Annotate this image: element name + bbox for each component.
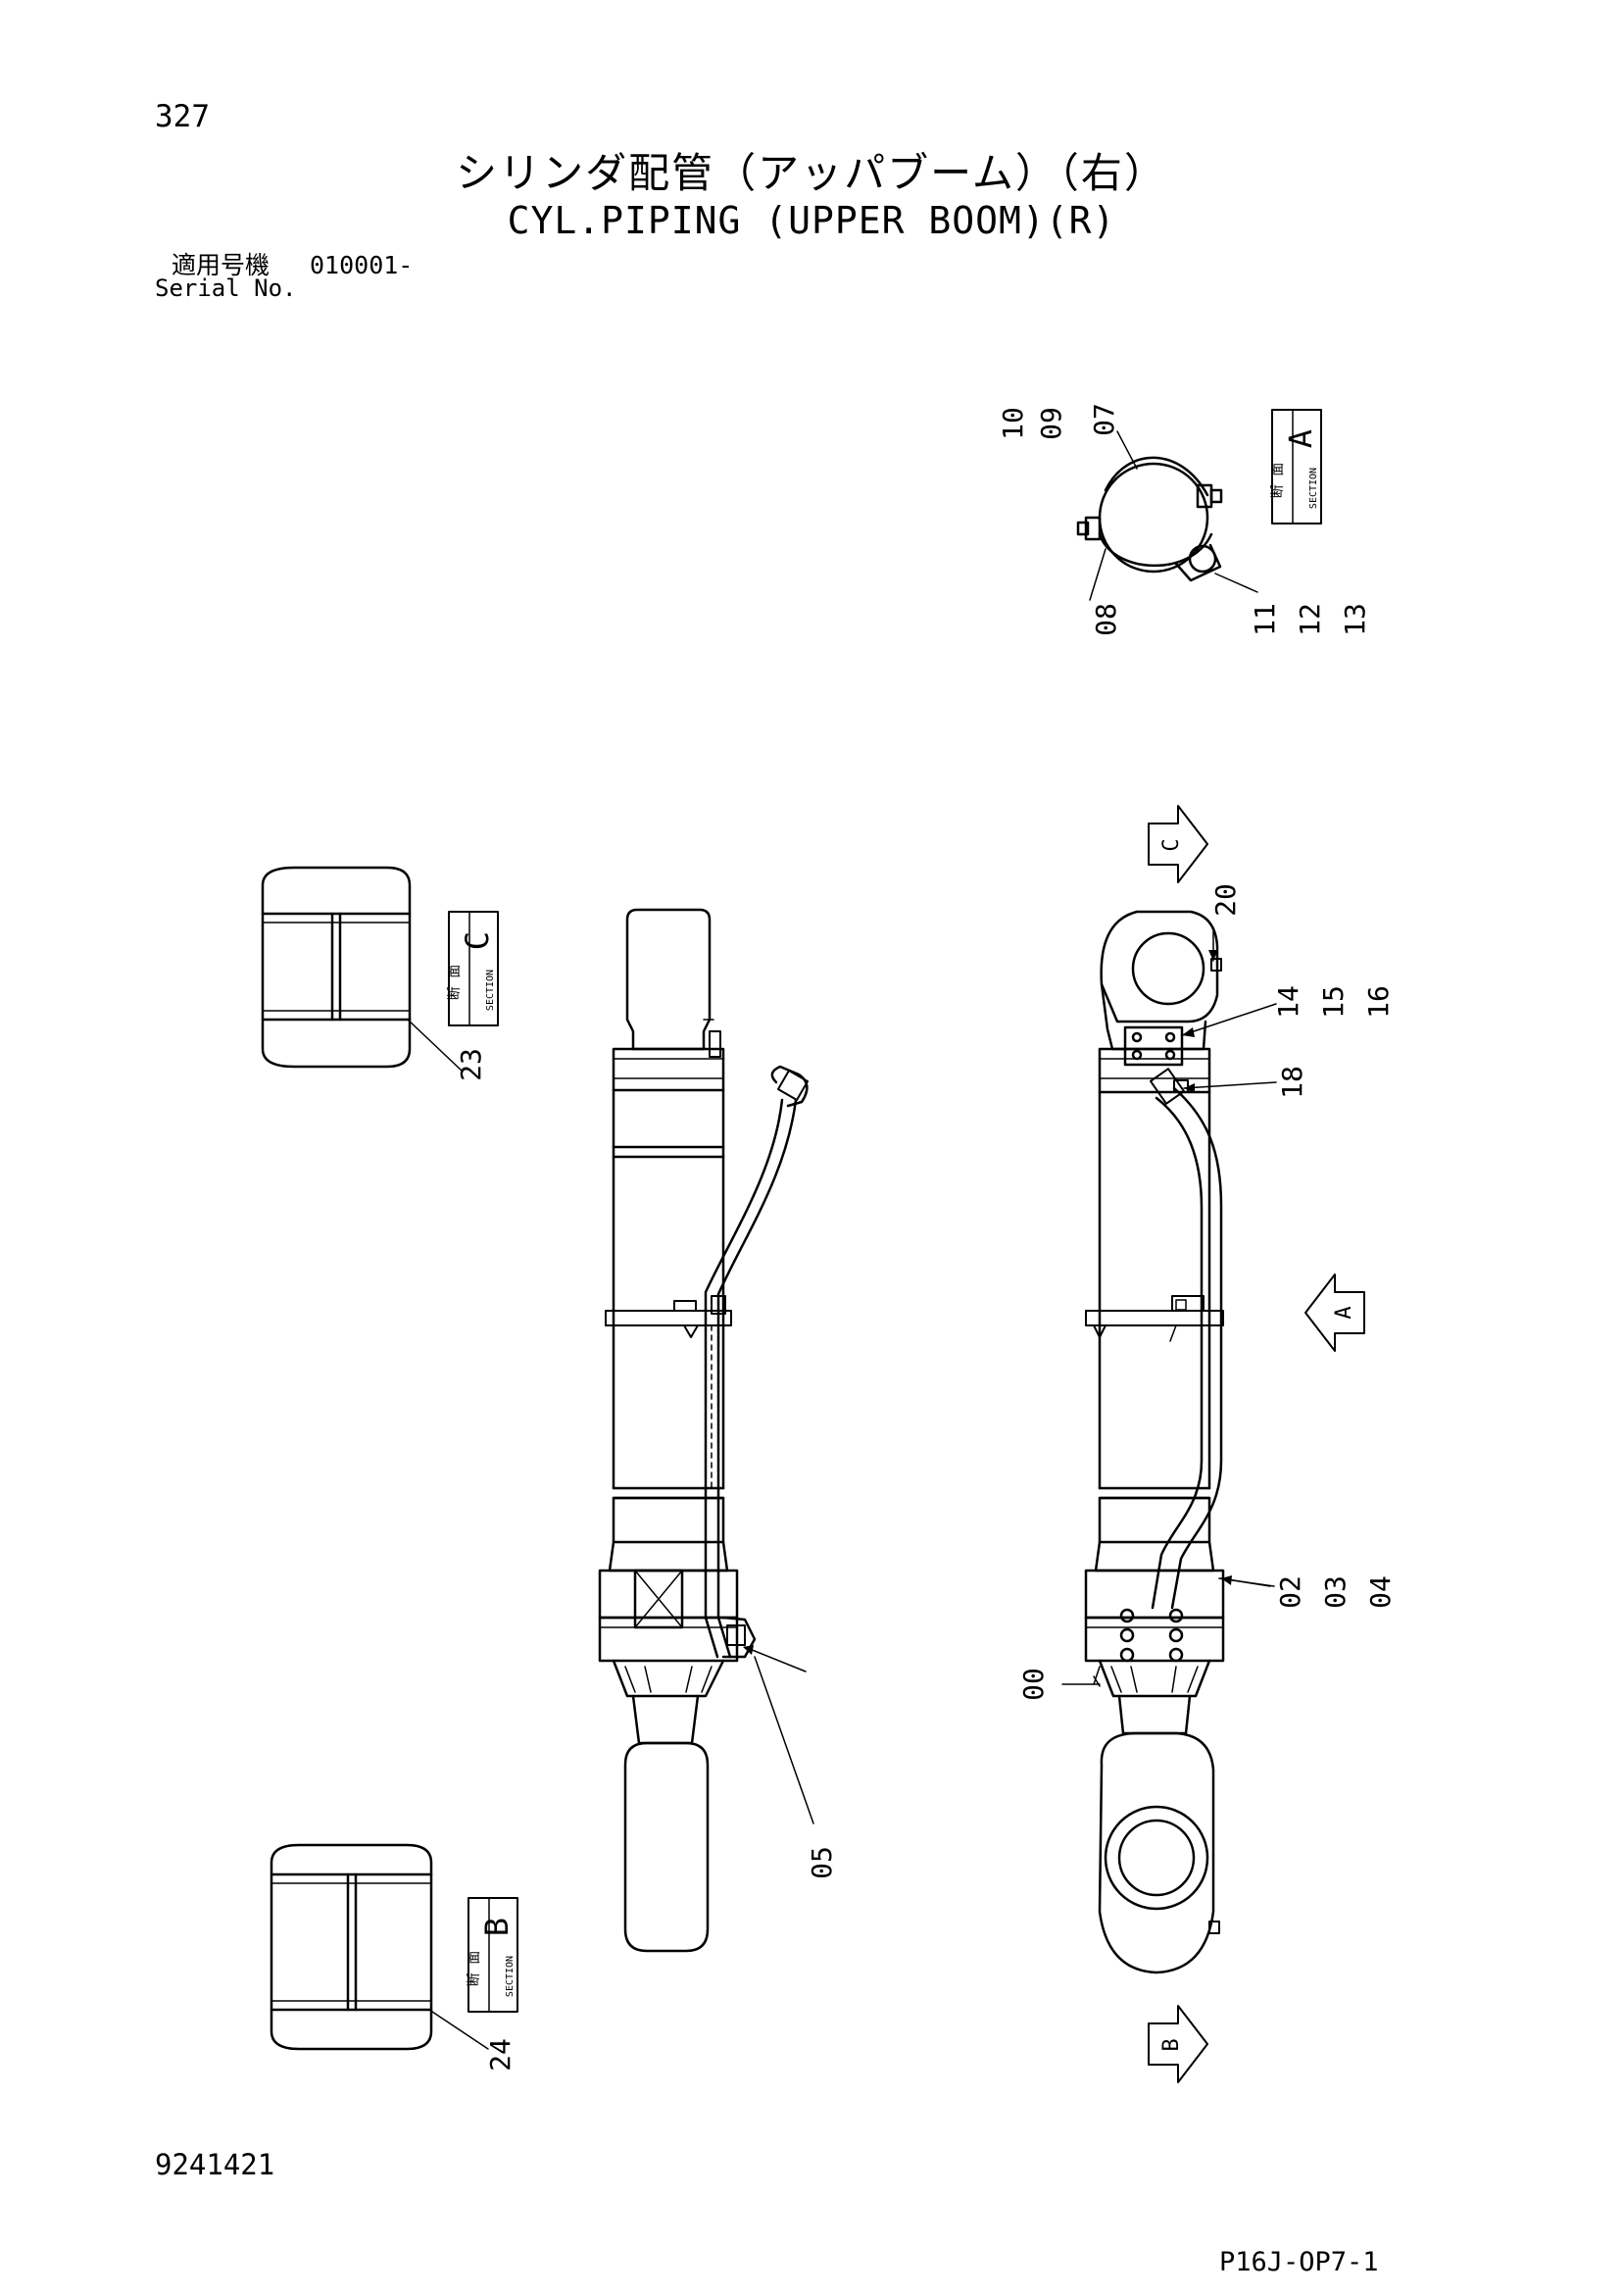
- callout-04: 04: [1364, 1575, 1397, 1609]
- callout-23: 23: [455, 1048, 487, 1081]
- section-a-clamp-view: [1076, 430, 1258, 601]
- page-code: P16J-OP7-1: [1219, 2247, 1379, 2277]
- callout-11: 11: [1249, 603, 1281, 636]
- page-title-japanese: シリンダ配管（アッパブーム）（右）: [456, 149, 1167, 197]
- callout-24: 24: [484, 2038, 516, 2071]
- view-arrow-c-letter: C: [1159, 838, 1184, 851]
- callout-leaders: [754, 1577, 1275, 1824]
- view-arrow-a: A: [1304, 1273, 1365, 1352]
- section-b-letter: B: [478, 1918, 516, 1936]
- drawing-number: 9241421: [155, 2148, 275, 2181]
- callout-03: 03: [1319, 1575, 1352, 1609]
- serial-range: 010001-: [310, 251, 414, 279]
- callout-14: 14: [1272, 985, 1304, 1019]
- callout-02: 02: [1274, 1575, 1306, 1609]
- section-a-tag: A 断 面 SECTION: [1270, 409, 1322, 524]
- section-c-view: [261, 866, 464, 1073]
- serial-label-japanese: 適用号機: [172, 251, 270, 279]
- view-arrow-a-letter: A: [1332, 1306, 1356, 1319]
- leader-arrowheads: [743, 950, 1232, 1655]
- serial-label-english: Serial No.: [155, 275, 297, 302]
- callout-07: 07: [1088, 403, 1120, 436]
- section-b-view: [270, 1843, 489, 2051]
- section-b-tag: B 断 面 SECTION: [467, 1897, 518, 2013]
- callout-09: 09: [1035, 407, 1067, 440]
- callout-10: 10: [997, 407, 1029, 440]
- section-b-label-jp: 断 面: [467, 1951, 482, 1986]
- section-c-label-jp: 断 面: [447, 965, 463, 1000]
- leader-lines: [1093, 930, 1277, 1687]
- callout-05: 05: [806, 1846, 838, 1879]
- page-title-english: CYL.PIPING (UPPER BOOM)(R): [507, 199, 1116, 242]
- part-callouts: 10 09 07 08 11 12 13 20 14 15 16 18 02 0…: [455, 403, 1397, 2071]
- section-b-label-en: SECTION: [505, 1956, 516, 1997]
- view-arrow-c: C: [1148, 805, 1208, 883]
- callout-13: 13: [1339, 603, 1371, 636]
- callout-00: 00: [1017, 1668, 1050, 1701]
- callout-18: 18: [1276, 1066, 1308, 1099]
- callout-08: 08: [1090, 603, 1122, 636]
- section-a-letter: A: [1282, 429, 1319, 448]
- view-arrow-b: B: [1148, 2005, 1208, 2083]
- view-arrow-b-letter: B: [1159, 2038, 1184, 2051]
- callout-12: 12: [1294, 603, 1326, 636]
- section-a-label-en: SECTION: [1308, 468, 1319, 509]
- page-number: 327: [155, 99, 210, 134]
- cylinder-side-view: [598, 908, 810, 1953]
- cylinder-front-view: [1084, 910, 1225, 1974]
- section-c-letter: C: [459, 931, 496, 950]
- callout-20: 20: [1209, 883, 1242, 917]
- callout-16: 16: [1362, 985, 1395, 1019]
- section-c-tag: C 断 面 SECTION: [447, 911, 499, 1026]
- callout-15: 15: [1317, 985, 1350, 1019]
- section-a-label-jp: 断 面: [1270, 463, 1286, 498]
- section-c-label-en: SECTION: [485, 970, 496, 1011]
